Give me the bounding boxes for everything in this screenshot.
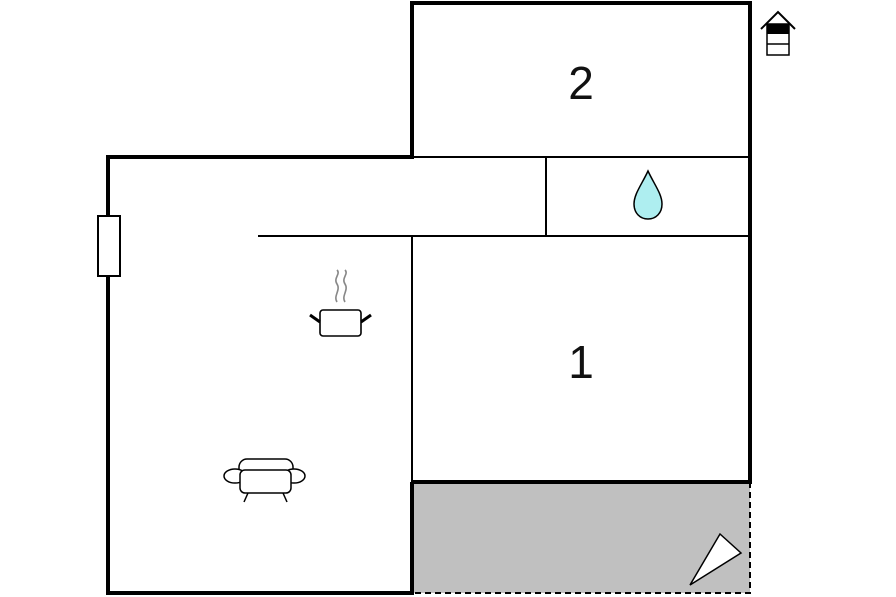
terrace-dashed-edge — [412, 482, 751, 594]
compass-arrow-icon — [689, 532, 743, 586]
cooking-pot-icon — [309, 269, 372, 337]
room-label-1: 1 — [568, 336, 594, 388]
sofa-icon — [223, 458, 306, 503]
window — [97, 215, 121, 277]
water-drop-icon — [633, 169, 663, 220]
room-label-2: 2 — [568, 57, 594, 109]
house-floor-icon — [760, 10, 796, 56]
terrace-area — [412, 482, 750, 593]
